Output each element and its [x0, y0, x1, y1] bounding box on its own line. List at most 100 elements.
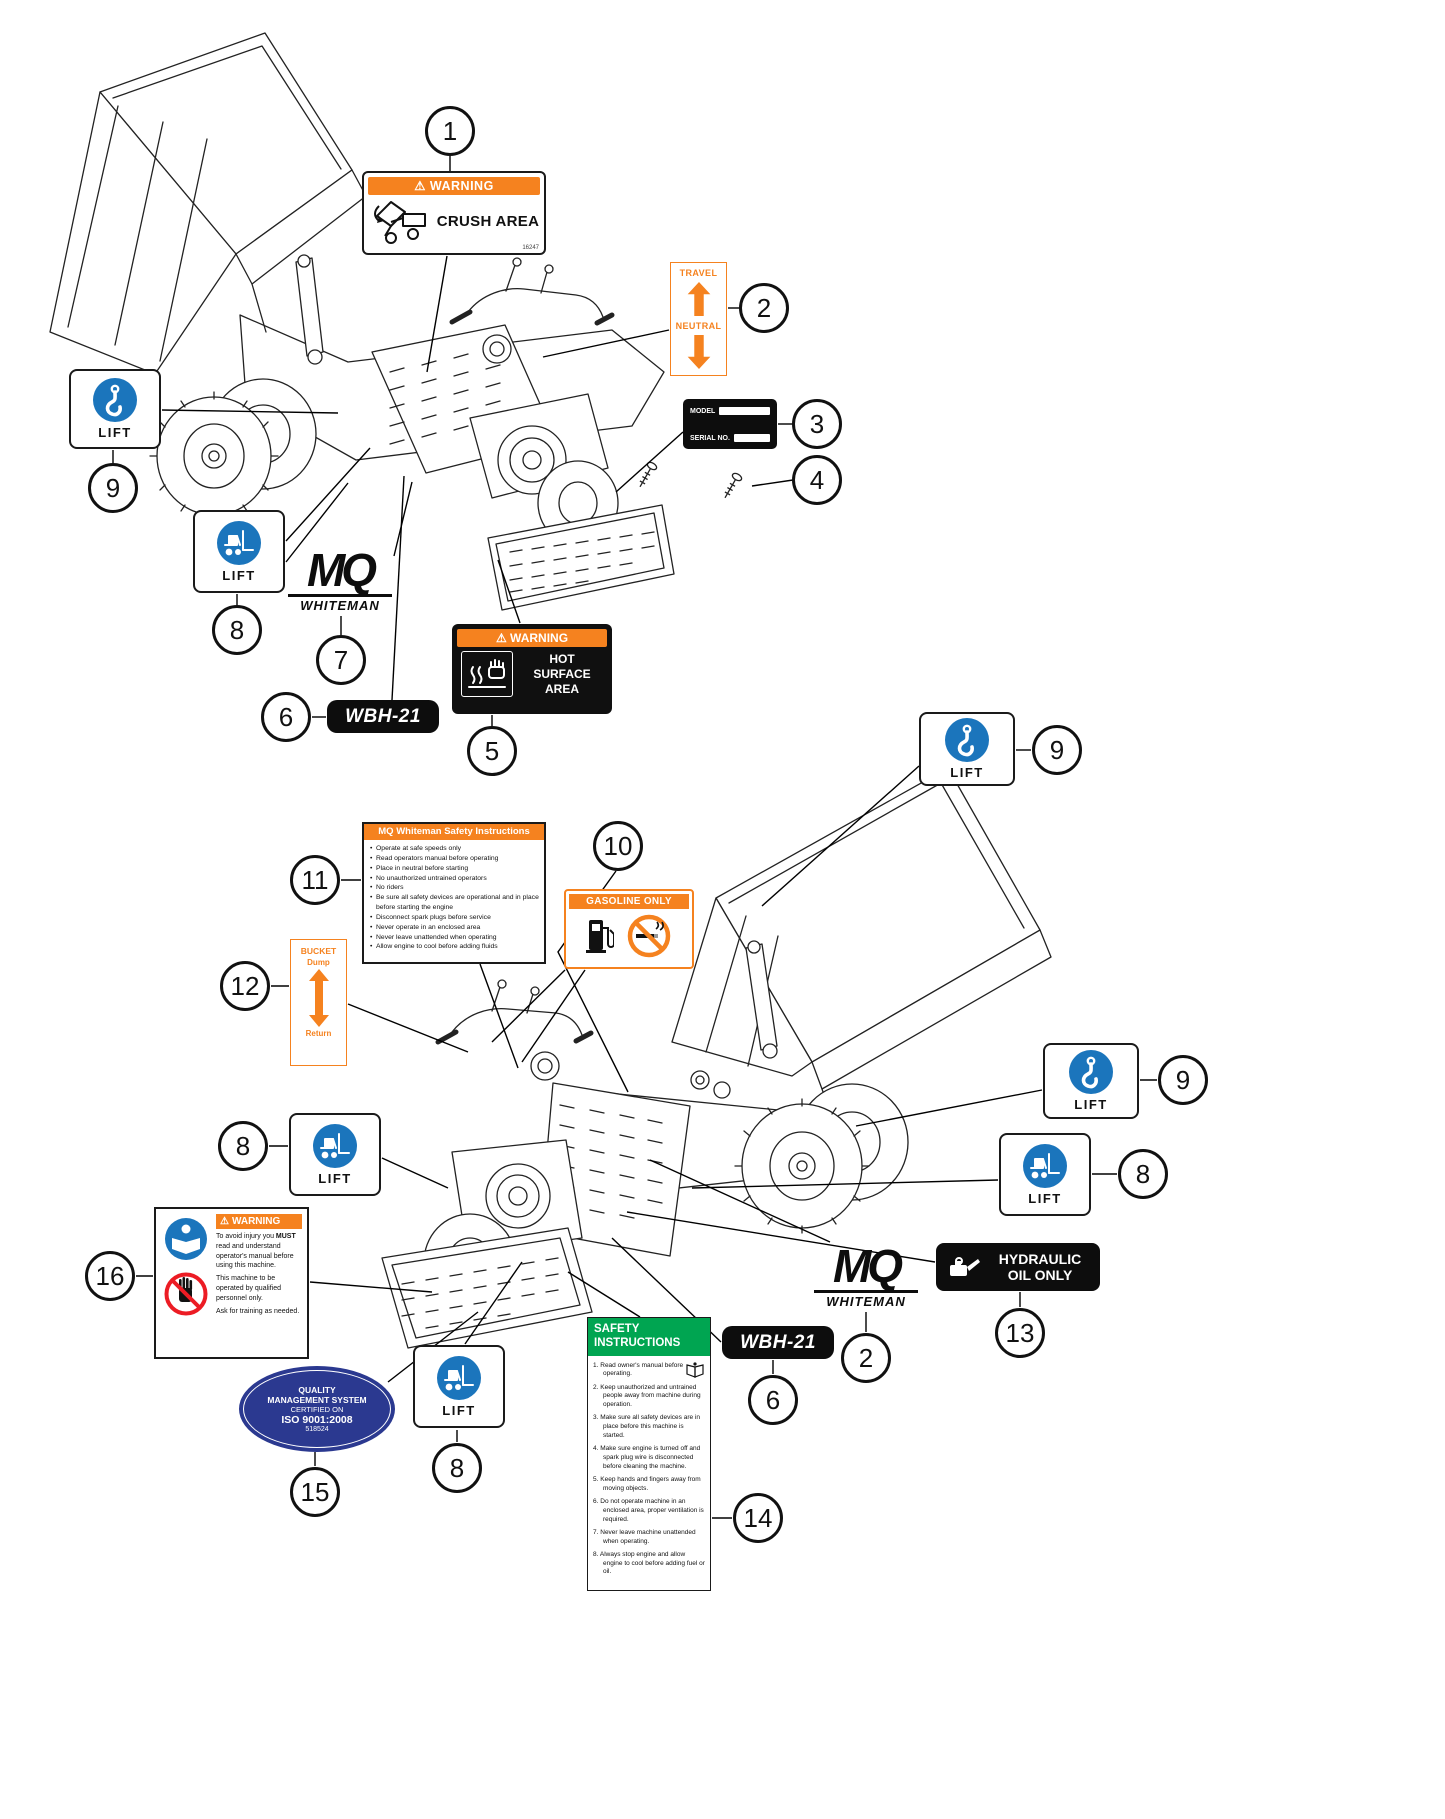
lift-circle	[437, 1355, 481, 1400]
model-blank-field	[719, 407, 770, 415]
callout-7: 7	[316, 635, 366, 685]
decal-wbh21-bottom: WBH-21	[722, 1326, 834, 1359]
read-manual-paragraph: To avoid injury you MUST read and unders…	[216, 1232, 302, 1271]
hot-surface-line2: AREA	[544, 681, 579, 696]
crane-hook-icon	[105, 384, 122, 417]
callout-15: 15	[290, 1467, 340, 1517]
wbh21-label: WBH-21	[345, 705, 421, 727]
callout-8-right: 8	[1118, 1149, 1168, 1199]
crush-area-label: CRUSH AREA	[436, 212, 540, 230]
hydraulic-oil-text: HYDRAULIC OIL ONLY	[990, 1251, 1090, 1283]
callout-8-left: 8	[218, 1121, 268, 1171]
safety-item: Read owner's manual before operating.	[600, 1361, 684, 1378]
safety-item: Never leave unattended when operating	[370, 933, 539, 943]
hot-surface-text: HOT SURFACE AREA	[521, 652, 603, 697]
must-emphasis: MUST	[275, 1233, 296, 1240]
decal-iso-certification: QUALITY MANAGEMENT SYSTEM CERTIFIED ON I…	[239, 1366, 395, 1452]
hot-surface-icon-box	[461, 651, 513, 697]
callout-14: 14	[733, 1493, 783, 1543]
safety-item: Never operate in an enclosed area	[370, 923, 539, 933]
lift-circle	[1023, 1143, 1067, 1188]
gasoline-only-header: GASOLINE ONLY	[569, 894, 689, 909]
owners-manual-icon	[686, 1361, 704, 1378]
safety-instructions-header: SAFETY INSTRUCTIONS	[588, 1318, 710, 1356]
safety-item: Disconnect spark plugs before service	[370, 913, 539, 923]
lift-circle	[217, 520, 261, 565]
double-arrow-icon	[308, 969, 329, 1027]
safety-item: Make sure all safety devices are in plac…	[600, 1414, 700, 1439]
read-manual-paragraph: Ask for training as needed.	[216, 1307, 300, 1315]
crane-hook-icon	[1081, 1056, 1098, 1089]
lift-label: LIFT	[318, 1170, 352, 1186]
safety-item: No riders	[370, 883, 539, 893]
decal-lift-hook: LIFT	[1043, 1043, 1139, 1119]
model-row: MODEL	[690, 407, 770, 415]
neutral-label: NEUTRAL	[675, 320, 722, 331]
callout-16: 16	[85, 1251, 135, 1301]
body-text: read and understand operator's manual be…	[216, 1242, 294, 1270]
decal-lift-forklift: LIFT	[193, 510, 285, 593]
body-text: To avoid injury you	[216, 1233, 276, 1240]
safety-item: Allow engine to cool before adding fluid…	[370, 942, 539, 952]
mq-logo-mark: MQ	[832, 1240, 903, 1292]
decal-bucket-dump-return: BUCKET Dump Return	[290, 939, 347, 1066]
machine-drawing-top	[49, 32, 675, 611]
whiteman-wordmark: WHITEMAN	[814, 1290, 918, 1309]
gasoline-only-body	[569, 909, 689, 963]
decal-wbh21-top: WBH-21	[327, 700, 439, 733]
safety-item: Be sure all safety devices are operation…	[370, 893, 539, 913]
read-manual-icon	[165, 1218, 207, 1260]
mq-logo-mark: MQ	[306, 544, 377, 596]
hydraulic-line2: OIL ONLY	[1007, 1267, 1073, 1283]
up-arrow-icon	[687, 282, 710, 317]
decal-read-manual-warning: ⚠ WARNING To avoid injury you MUST read …	[154, 1207, 309, 1359]
warning-header: ⚠ WARNING	[457, 629, 607, 647]
part-number: 16247	[522, 245, 539, 251]
hot-surface-icon	[468, 659, 506, 688]
lift-circle	[945, 718, 989, 762]
crush-area-body: CRUSH AREA	[368, 195, 540, 247]
decal-travel-neutral: TRAVEL NEUTRAL	[670, 262, 727, 376]
safety-item: Keep hands and fingers away from moving …	[600, 1476, 701, 1492]
down-arrow-icon	[687, 334, 710, 369]
callout-8-bottom: 8	[432, 1443, 482, 1493]
lift-label: LIFT	[442, 1402, 476, 1418]
model-label: MODEL	[690, 407, 716, 415]
callout-2-bottom: 2	[841, 1333, 891, 1383]
warning-header: ⚠ WARNING	[216, 1214, 302, 1229]
mounting-screws	[639, 461, 743, 499]
oil-can-icon	[950, 1257, 980, 1276]
callout-6-top: 6	[261, 692, 311, 742]
read-manual-text-block: ⚠ WARNING To avoid injury you MUST read …	[216, 1214, 302, 1352]
callout-13: 13	[995, 1308, 1045, 1358]
lift-label: LIFT	[98, 425, 132, 440]
decal-lift-forklift: LIFT	[999, 1133, 1091, 1216]
whiteman-wordmark: WHITEMAN	[288, 594, 392, 613]
no-hands-icon	[164, 1272, 208, 1316]
safety-item: Operate at safe speeds only	[370, 844, 539, 854]
callout-11: 11	[290, 855, 340, 905]
read-manual-icons	[161, 1214, 211, 1352]
manual-icon-wrap	[686, 1361, 704, 1383]
safety-item: Do not operate machine in an enclosed ar…	[600, 1498, 704, 1523]
callout-4: 4	[792, 455, 842, 505]
bucket-label: BUCKET	[300, 946, 337, 956]
decal-hydraulic-oil-only: HYDRAULIC OIL ONLY	[936, 1243, 1100, 1291]
serial-row: SERIAL NO.	[690, 434, 770, 442]
dump-label: Dump	[307, 958, 330, 967]
decal-mq-whiteman-logo-top: MQ WHITEMAN	[288, 544, 392, 613]
decal-hot-surface: ⚠ WARNING HOT SURFACE AREA	[452, 624, 612, 714]
safety-header-line2: INSTRUCTIONS	[594, 1336, 681, 1349]
safety-item: Read operators manual before operating	[370, 854, 539, 864]
callout-5: 5	[467, 726, 517, 776]
safety-item: Keep unauthorized and untrained people a…	[600, 1383, 701, 1409]
travel-label: TRAVEL	[679, 268, 718, 278]
hot-surface-line1: HOT SURFACE	[533, 651, 591, 681]
read-manual-body: To avoid injury you MUST read and unders…	[216, 1232, 302, 1316]
safety-item: No unauthorized untrained operators	[370, 874, 539, 884]
safety-item: Place in neutral before starting	[370, 864, 539, 874]
iso-line5: 518524	[305, 1426, 329, 1433]
warning-header-label: WARNING	[231, 1216, 281, 1227]
decal-model-serial-plate: MODEL SERIAL NO.	[683, 399, 777, 449]
